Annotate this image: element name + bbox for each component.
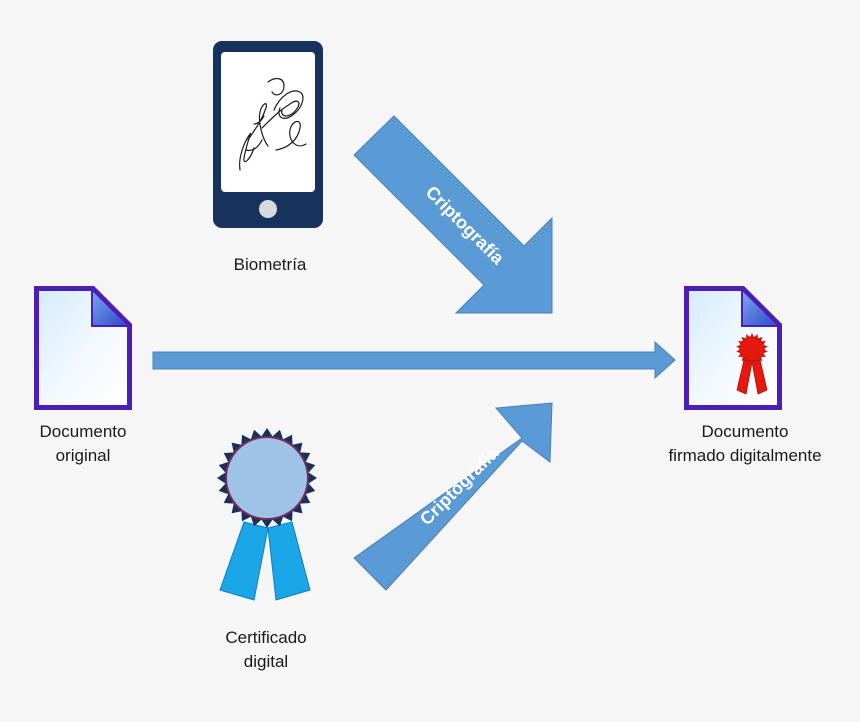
blank-document-icon bbox=[34, 286, 132, 410]
label-documento-firmado: Documento firmado digitalmente bbox=[668, 422, 822, 465]
arrow-criptografia-bottom: Criptografía bbox=[353, 402, 553, 591]
red-seal-icon bbox=[736, 333, 768, 395]
signed-document-icon bbox=[684, 286, 782, 410]
label-certificado-digital: Certificado digital bbox=[225, 628, 307, 671]
arrow-criptografia-top: Criptografía bbox=[353, 115, 553, 314]
arrow-horizontal bbox=[152, 340, 676, 380]
phone-signature-icon bbox=[213, 41, 323, 228]
label-documento-original: Documento original bbox=[39, 422, 127, 465]
certificate-ribbon-icon bbox=[217, 428, 317, 601]
arrow-label-bottom: Criptografía bbox=[416, 442, 503, 529]
label-biometria: Biometría bbox=[233, 255, 307, 274]
